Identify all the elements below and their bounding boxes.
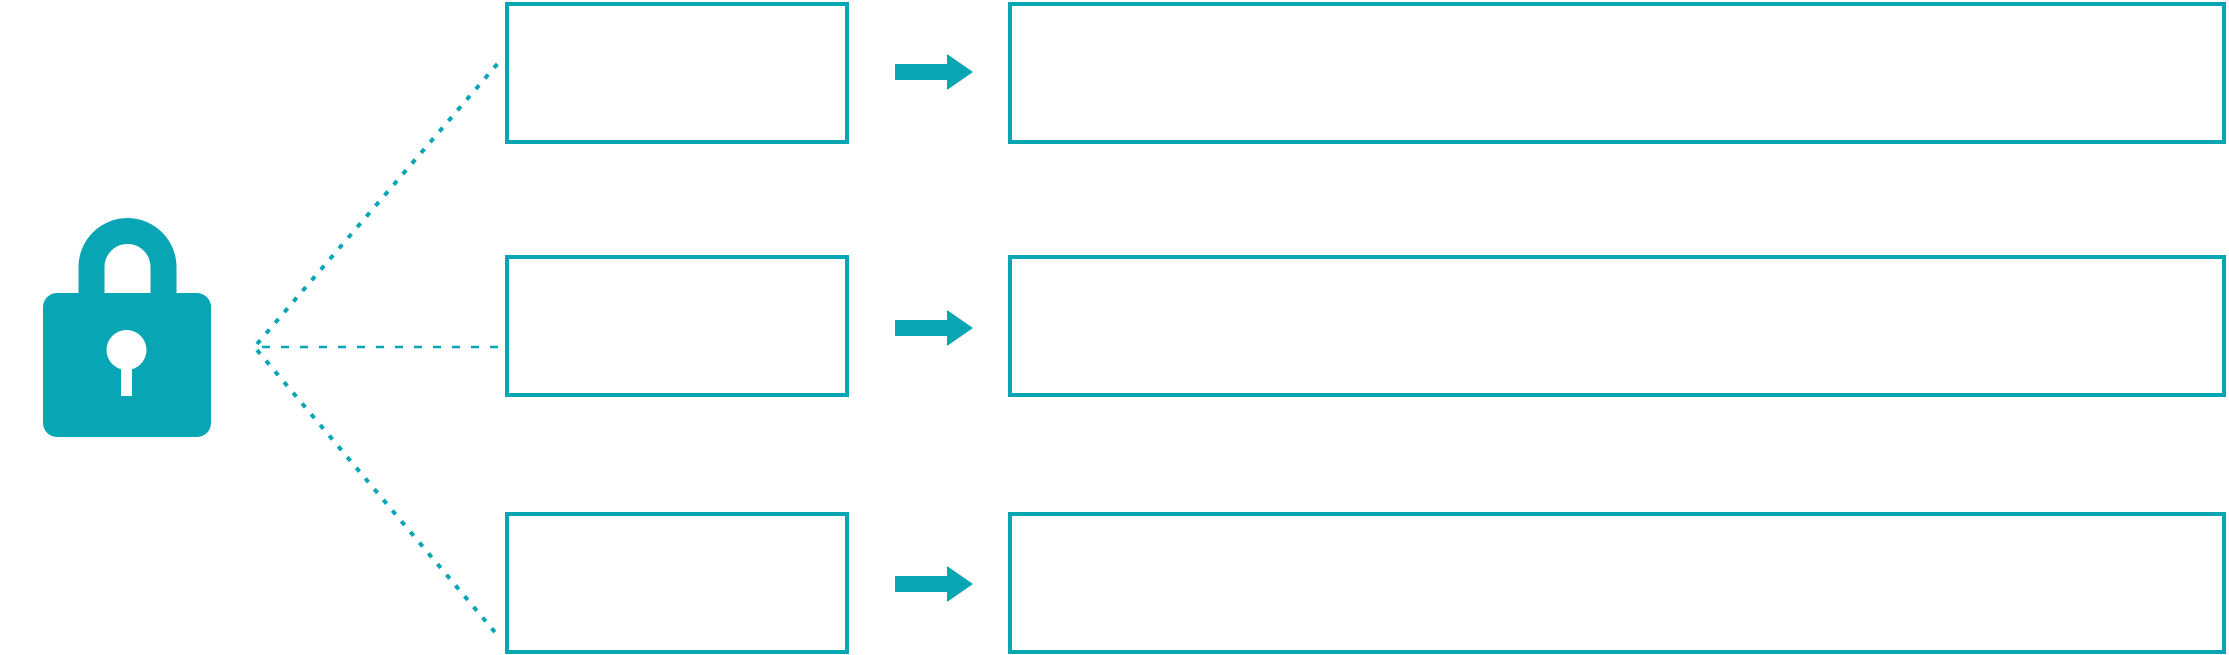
- lock-shackle: [78, 218, 177, 305]
- lock-icon: [43, 218, 211, 437]
- arrow-right-icon: [895, 566, 973, 602]
- source-box-1: [505, 2, 849, 144]
- target-box-2: [1008, 255, 2226, 397]
- connector-line-top: [255, 60, 501, 346]
- lock-keyhole: [106, 330, 147, 370]
- target-box-3: [1008, 512, 2226, 654]
- lock-body: [43, 293, 211, 437]
- arrow-right-icon: [895, 310, 973, 346]
- source-box-3: [505, 512, 849, 654]
- source-box-2: [505, 255, 849, 397]
- connector-line-bottom: [255, 348, 501, 639]
- target-box-1: [1008, 2, 2226, 144]
- arrow-right-icon: [895, 54, 973, 90]
- lock-keyhole-stem: [121, 350, 132, 396]
